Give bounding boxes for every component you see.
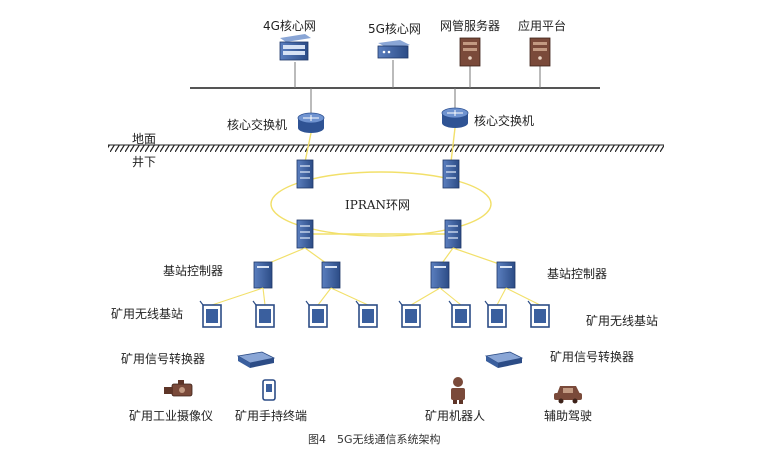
link [452, 247, 506, 267]
camera-icon [164, 380, 193, 397]
base-station-icon [199, 300, 222, 328]
robot-icon [451, 377, 465, 404]
link [439, 287, 462, 306]
base-station-icon [398, 300, 421, 328]
bsc-left-label: 基站控制器 [163, 264, 224, 278]
bsc-right-label: 基站控制器 [547, 267, 608, 281]
figure-caption: 图4 5G无线通信系统架构 [308, 433, 441, 446]
nms-server-icon [459, 37, 481, 67]
signal-converter-icon [484, 351, 524, 368]
app-platform-label: 应用平台 [518, 19, 567, 33]
ring-node-icon [444, 219, 462, 249]
nms-server-label: 网管服务器 [440, 19, 501, 33]
core-4g-icon [279, 34, 311, 61]
link [496, 287, 507, 306]
camera-label: 矿用工业摄像仪 [129, 409, 214, 423]
ring-label: IPRAN环网 [345, 198, 411, 212]
base-station-icon [305, 300, 328, 328]
ring-node-icon [296, 159, 314, 189]
link [262, 287, 266, 306]
base-station-icon [484, 300, 507, 328]
ground-label: 地面 [132, 132, 157, 146]
link [211, 287, 264, 306]
bsc-icon [253, 261, 273, 289]
ring-node-icon [442, 159, 460, 189]
ring-node-icon [296, 219, 314, 249]
handheld-terminal-icon [262, 379, 276, 401]
ground-surface [108, 145, 664, 152]
car-icon [554, 386, 582, 404]
handheld-label: 矿用手持终端 [235, 409, 308, 423]
bsc-icon [430, 261, 450, 289]
assist-drive-label: 辅助驾驶 [544, 409, 593, 423]
base-station-icon [527, 300, 550, 328]
link [304, 132, 312, 163]
ipran-ring [270, 171, 492, 237]
base-station-left-label: 矿用无线基站 [111, 307, 184, 321]
link [330, 287, 369, 306]
core-switch-right-label: 核心交换机 [474, 114, 535, 128]
converter-left-label: 矿用信号转换器 [121, 352, 206, 366]
core-switch-left-icon [297, 112, 325, 133]
core-5g-icon [377, 40, 410, 59]
base-station-icon [448, 300, 471, 328]
app-platform-icon [529, 37, 551, 67]
signal-converter-icon [236, 351, 276, 368]
robot-label: 矿用机器人 [425, 409, 486, 423]
core-switch-right-icon [441, 107, 469, 128]
bsc-icon [321, 261, 341, 289]
link [450, 127, 456, 163]
link [317, 287, 332, 306]
core-switch-left-label: 核心交换机 [227, 118, 288, 132]
link [410, 287, 441, 306]
link [505, 287, 541, 306]
base-station-icon [252, 300, 275, 328]
core-4g-label: 4G核心网 [263, 19, 316, 33]
underground-label: 井下 [132, 155, 157, 169]
bsc-icon [496, 261, 516, 289]
core-5g-label: 5G核心网 [368, 22, 421, 36]
base-station-icon [355, 300, 378, 328]
converter-right-label: 矿用信号转换器 [550, 350, 635, 364]
base-station-right-label: 矿用无线基站 [586, 314, 659, 328]
